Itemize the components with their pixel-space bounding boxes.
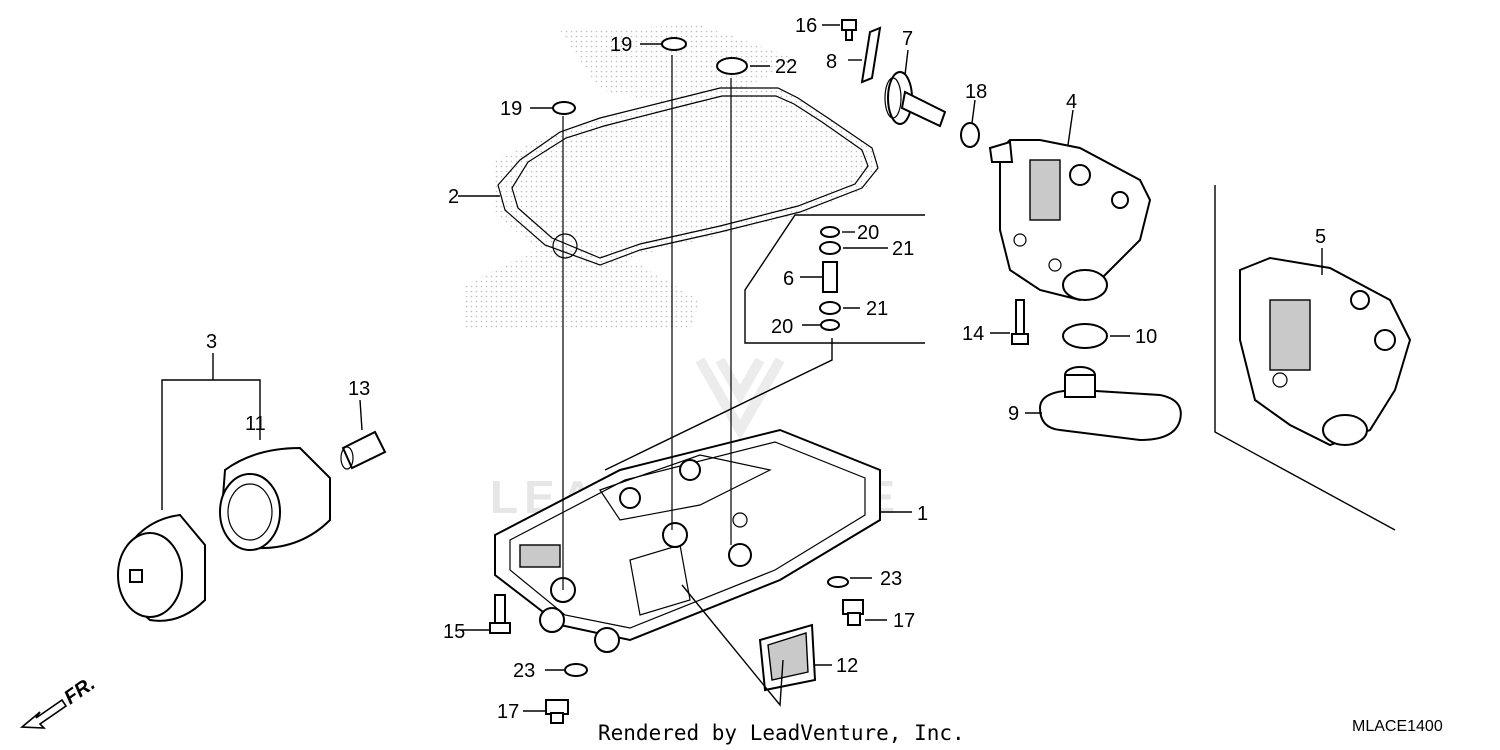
gear-shaft-part-7[interactable] — [884, 71, 947, 128]
callout-19-left: 19 — [500, 98, 522, 120]
o-ring-part-18[interactable] — [960, 122, 980, 148]
plate-part-8[interactable] — [860, 26, 882, 84]
callout-labels: 1 2 3 4 5 6 7 8 9 10 11 12 13 14 15 16 1… — [206, 15, 1326, 723]
bolt-part-16[interactable] — [841, 19, 857, 41]
callout-6: 6 — [783, 268, 794, 290]
seal-part-10[interactable] — [1062, 323, 1108, 349]
callout-16: 16 — [795, 15, 817, 37]
oil-pan-part-1[interactable] — [494, 428, 881, 653]
callout-12: 12 — [836, 655, 858, 677]
bolt-part-14[interactable] — [1011, 299, 1029, 345]
relief-valve-part-6[interactable] — [819, 226, 841, 331]
drain-plug-part-17-right[interactable] — [842, 599, 864, 626]
callout-1: 1 — [917, 503, 928, 525]
callout-14: 14 — [962, 323, 984, 345]
o-ring-part-19-top[interactable] — [661, 37, 687, 51]
bolt-part-15[interactable] — [489, 594, 511, 634]
strainer-part-9[interactable] — [1038, 366, 1182, 442]
callout-19-top: 19 — [610, 34, 632, 56]
direction-label: FR. — [60, 673, 99, 710]
front-direction-arrow-icon: FR. — [19, 673, 99, 729]
oil-filter-part-11[interactable] — [219, 446, 331, 551]
drain-plug-part-17[interactable] — [545, 699, 569, 724]
callout-9: 9 — [1008, 403, 1019, 425]
washer-part-23-right[interactable] — [827, 576, 849, 588]
callout-18: 18 — [965, 81, 987, 103]
callout-2: 2 — [448, 186, 459, 208]
diagram-code: MLACE1400 — [1352, 718, 1443, 735]
washer-part-23[interactable] — [564, 663, 588, 677]
callout-17-left: 17 — [497, 701, 519, 723]
callout-20-top: 20 — [857, 222, 879, 244]
callout-7: 7 — [902, 28, 913, 50]
oil-pump-part-5[interactable] — [1239, 256, 1412, 447]
callout-17-right: 17 — [893, 610, 915, 632]
callout-20-bottom: 20 — [771, 316, 793, 338]
rendered-by-credit: Rendered by LeadVenture, Inc. — [598, 721, 965, 745]
callout-5: 5 — [1315, 226, 1326, 248]
leader-lines — [359, 24, 1323, 712]
callout-3: 3 — [206, 331, 217, 353]
stud-part-13[interactable] — [340, 430, 387, 470]
callout-13: 13 — [348, 378, 370, 400]
filter-cover-part-3[interactable] — [117, 513, 206, 622]
callout-21-bottom: 21 — [866, 298, 888, 320]
callout-11: 11 — [245, 413, 266, 435]
screen-part-12[interactable] — [758, 623, 817, 692]
callout-23-left: 23 — [513, 660, 535, 682]
callout-21-top: 21 — [892, 238, 914, 260]
gasket-part-2[interactable] — [495, 87, 880, 270]
callout-22: 22 — [775, 56, 797, 78]
o-ring-part-22[interactable] — [716, 57, 748, 75]
o-ring-part-19[interactable] — [552, 101, 576, 115]
callout-8: 8 — [826, 51, 837, 73]
callout-10: 10 — [1135, 326, 1157, 348]
callout-15: 15 — [443, 621, 465, 643]
oil-pump-part-4[interactable] — [988, 139, 1152, 302]
callout-23-right: 23 — [880, 568, 902, 590]
callout-4: 4 — [1066, 91, 1077, 113]
